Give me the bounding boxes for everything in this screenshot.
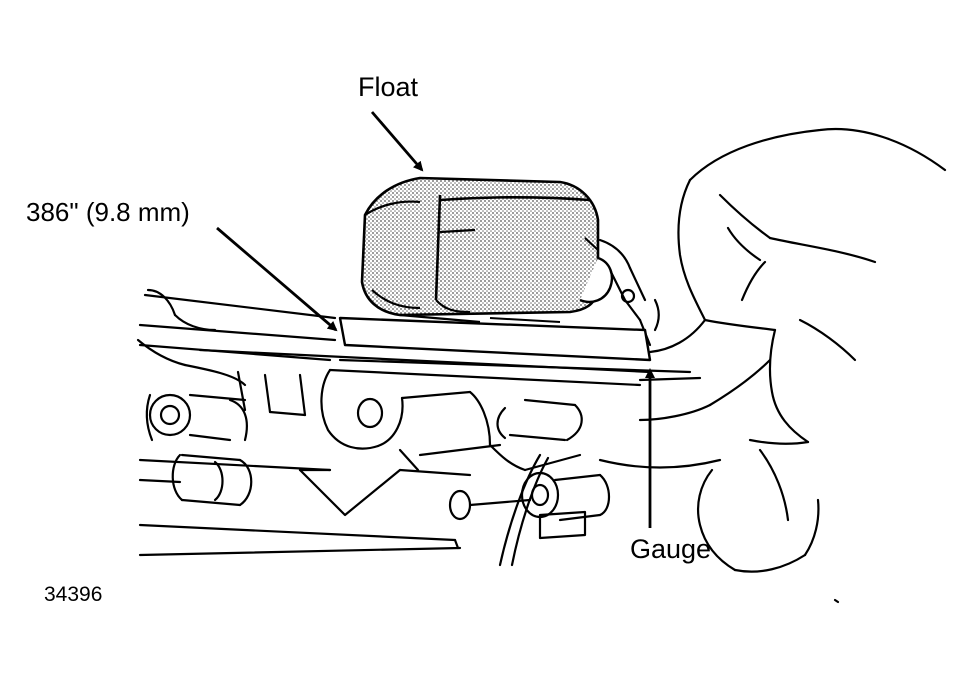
gauge-label: Gauge <box>630 534 712 564</box>
dimension-arrow <box>216 226 338 332</box>
carburetor-body <box>136 238 772 567</box>
float-arrow <box>370 111 424 172</box>
float-label: Float <box>358 72 419 102</box>
leader-arrows <box>216 111 655 528</box>
float <box>360 176 614 324</box>
figure-number: 34396 <box>44 583 103 606</box>
dimension-label: 386" (9.8 mm) <box>26 197 190 227</box>
hand-outline <box>648 128 947 604</box>
gauge-bar <box>338 316 652 362</box>
